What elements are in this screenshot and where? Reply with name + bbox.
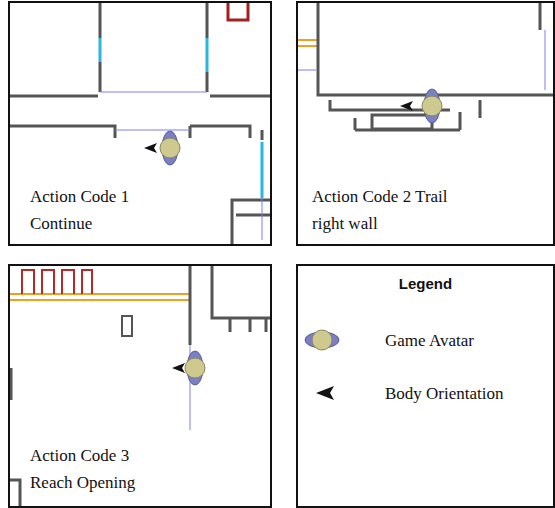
- legend-samples: [305, 330, 339, 400]
- action-label: Action Code 2 Trail right wall: [309, 183, 455, 237]
- legend-panel: LegendGame AvatarBody Orientation: [296, 264, 555, 508]
- map-panel: Action Code 3 Reach Opening: [8, 264, 272, 508]
- map-panel: Action Code 1 Continue: [8, 1, 272, 246]
- legend-entry: Game Avatar: [385, 331, 474, 351]
- action-label: Action Code 1 Continue: [27, 183, 173, 237]
- map-panel-1: [9, 2, 271, 245]
- legend-entry: Body Orientation: [385, 384, 504, 404]
- map-panel: Action Code 2 Trail right wall: [296, 1, 555, 246]
- map-panel-2: [297, 2, 553, 130]
- action-label: Action Code 3 Reach Opening: [27, 442, 173, 496]
- map-panel-3: [9, 265, 271, 506]
- legend-title: Legend: [298, 275, 553, 292]
